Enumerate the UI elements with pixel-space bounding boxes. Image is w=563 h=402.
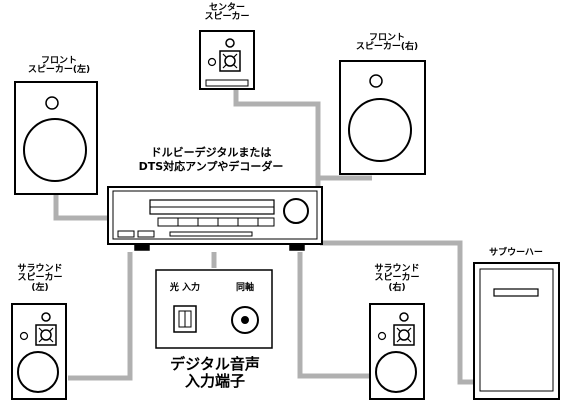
cable-surround-right bbox=[297, 252, 370, 379]
surround-right-speaker-label: サラウンド スピーカー (右) bbox=[374, 264, 420, 293]
cable-front-left bbox=[53, 192, 110, 221]
cable-surround-left bbox=[68, 252, 133, 381]
cables bbox=[53, 88, 476, 385]
av-receiver bbox=[107, 186, 323, 251]
digital-input-terminal-label: デジタル音声 入力端子 bbox=[170, 355, 260, 391]
coaxial-input-label: 同軸 bbox=[235, 283, 254, 293]
receiver-label: ドルビーデジタルまたは DTS対応アンプやデコーダー bbox=[138, 146, 284, 174]
subwoofer-label: サブウーハー bbox=[489, 248, 543, 258]
cable-subwoofer bbox=[320, 240, 476, 385]
front-left-speaker-label: フロント スピーカー(左) bbox=[27, 56, 91, 76]
cable-center bbox=[233, 88, 321, 188]
front-right-speaker bbox=[339, 60, 426, 175]
center-speaker-label: センター スピーカー bbox=[204, 3, 250, 23]
center-speaker bbox=[199, 30, 255, 90]
optical-input-label: 光 入力 bbox=[169, 283, 201, 293]
front-left-speaker bbox=[14, 81, 98, 195]
front-right-speaker-label: フロント スピーカー(右) bbox=[355, 33, 419, 53]
surround-left-speaker-label: サラウンド スピーカー (左) bbox=[17, 264, 63, 293]
surround-left-speaker bbox=[11, 303, 67, 400]
digital-input-panel bbox=[155, 269, 273, 349]
subwoofer bbox=[473, 262, 560, 400]
surround-right-speaker bbox=[369, 303, 425, 400]
